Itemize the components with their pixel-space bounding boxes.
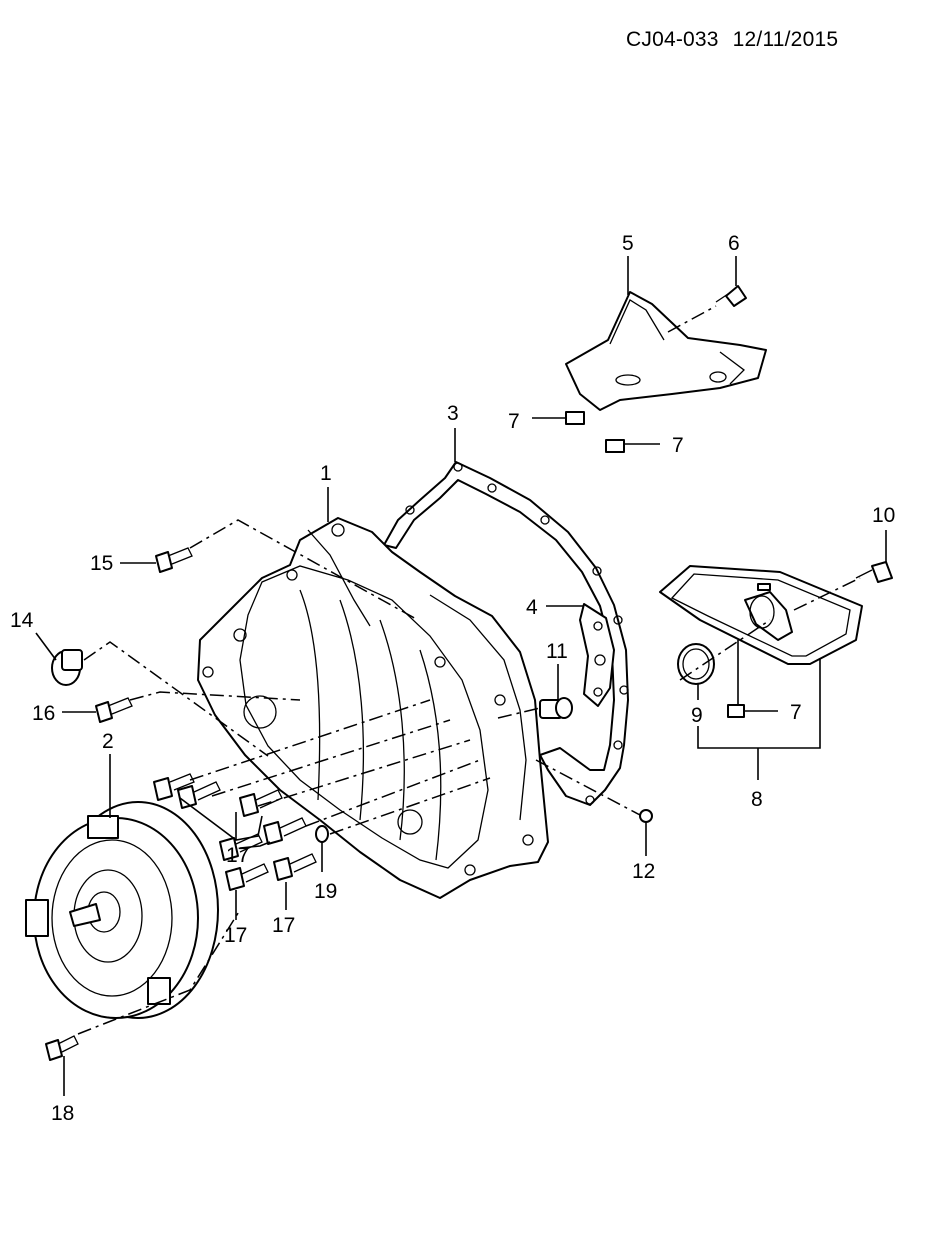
torque-converter-illustration [25,801,219,1019]
cover-illustration [565,291,767,411]
callout-12: 12 [632,860,655,883]
callout-7-a: 7 [508,410,520,433]
callout-14: 14 [10,609,34,632]
callout-7-b: 7 [672,434,684,457]
callout-1: 1 [320,462,332,485]
callout-5: 5 [622,232,634,255]
transaxle-housing-illustration [197,517,549,899]
clip-illustration [727,704,745,718]
o-ring-inner-illustration [682,648,710,680]
plug-illustration [539,697,573,719]
callout-8: 8 [751,788,763,811]
callout-labels: 1 2 3 4 5 6 7 7 7 8 9 10 11 12 14 15 16 … [10,232,895,1125]
callout-9: 9 [691,704,703,727]
callout-7-c: 7 [790,701,802,724]
clip-illustration [565,411,585,425]
plug-14-illustration [51,649,83,686]
diagram-header: CJ04-033 12/11/2015 [626,28,838,52]
callout-18: 18 [51,1102,74,1125]
leader-lines [35,256,887,1096]
callout-6: 6 [728,232,740,255]
bolt-illustrations [45,285,893,1061]
callout-19: 19 [314,880,337,903]
callout-2: 2 [102,730,114,753]
callout-17-c: 17 [272,914,295,937]
assembly-lines [77,305,861,1035]
clip-illustration [605,439,625,453]
strainer-assembly-illustration [659,565,863,665]
housing-gasket-illustration [383,461,629,806]
callout-17-a: 17 [226,844,249,867]
callout-11: 11 [546,640,568,663]
callout-10: 10 [872,504,895,527]
diagram-code: CJ04-033 [626,28,719,51]
callout-16: 16 [32,702,55,725]
callout-17-b: 17 [224,924,247,947]
callout-15: 15 [90,552,113,575]
plate-illustration [579,603,615,707]
callout-3: 3 [447,402,459,425]
diagram-date: 12/11/2015 [732,28,839,51]
callout-4: 4 [526,596,538,619]
